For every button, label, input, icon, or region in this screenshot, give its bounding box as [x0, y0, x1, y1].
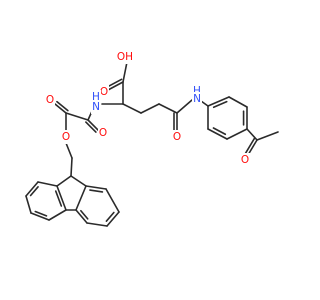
- acid-oh-label-bg: [116, 50, 134, 64]
- fluorene-right-ring-bond: [86, 222, 108, 227]
- chain-bond: [158, 103, 178, 114]
- ch2-c9-bond: [70, 157, 73, 177]
- oxalyl-c-o-double-bond: [87, 119, 99, 131]
- oxalyl-c-o-double-bond: [85, 121, 97, 133]
- oxalyl-c-o-double-bond: [56, 100, 69, 112]
- fluorene-left-ring-bond: [34, 210, 48, 217]
- fluorene-right-ring-bond: [75, 209, 88, 224]
- aryl-ring-bond: [212, 127, 227, 136]
- acid-c-o-double-bond: [105, 78, 123, 89]
- amide-n-label: N: [193, 93, 201, 105]
- fluorene-left-ring-bond: [54, 190, 63, 207]
- amide-c-n-bond: [176, 99, 193, 114]
- ester-o-label-bg: [61, 130, 71, 144]
- aryl-ring-bond: [212, 100, 228, 109]
- aryl-ring-bond: [226, 128, 248, 140]
- chain-bond: [140, 103, 160, 114]
- fluorene-right-ring-bond: [75, 185, 87, 211]
- fluorene-left-ring-bond: [37, 181, 58, 187]
- oxalyl-o1-label-bg: [98, 126, 108, 140]
- aryl-ring-bond: [228, 96, 248, 108]
- oxalyl-c-c-bond: [65, 112, 89, 121]
- ester-o-ch2-bond: [65, 142, 73, 159]
- alpha-n-label: N: [92, 101, 100, 113]
- aryl-acetyl-bond: [246, 128, 258, 141]
- oxalyl-c-o-double-bond: [54, 103, 67, 114]
- acid-c-oh-bond: [122, 61, 128, 83]
- fluorene-bond: [70, 175, 87, 187]
- fluorene-left-ring-bond: [29, 185, 39, 197]
- acid-o-label-bg: [99, 85, 109, 99]
- fluorene-right-ring-bond: [85, 185, 107, 190]
- acetyl-o-label-bg: [240, 153, 250, 167]
- fluorene-right-ring-bond: [105, 188, 120, 213]
- fluorene-left-ring-bond: [48, 209, 67, 221]
- fluorene-right-ring-bond: [105, 211, 115, 223]
- amide-o-label-bg: [172, 130, 182, 144]
- fluorene-bond: [56, 175, 72, 187]
- fluorene-left-ring-bond: [25, 195, 32, 214]
- acetyl-c-o-double-bond: [247, 139, 258, 156]
- fluorene-right-ring-bond: [89, 189, 104, 193]
- acetyl-methyl-bond: [256, 131, 279, 141]
- oxalyl-o1-label: O: [99, 127, 107, 139]
- amide-nh-label: H: [193, 85, 201, 97]
- oxalyl-o2-label-bg: [45, 93, 55, 107]
- amide-nh-label-bg: [192, 84, 202, 98]
- amide-o-label: O: [173, 131, 181, 143]
- fluorene-right-ring-bond: [80, 209, 89, 220]
- amide-n-label-bg: [192, 92, 202, 106]
- amide-n-aryl-bond: [200, 100, 209, 107]
- acetyl-o-label: O: [241, 154, 249, 166]
- fluorene-left-ring-bond: [25, 181, 39, 197]
- alpha-n-label-bg: [91, 100, 101, 114]
- chain-bond: [122, 103, 142, 114]
- acid-c-o-double-bond: [107, 81, 124, 91]
- acid-o-label: O: [100, 86, 108, 98]
- acetyl-c-o-double-bond: [244, 137, 256, 155]
- oxalyl-o2-label: O: [46, 94, 54, 106]
- alpha-nh-label: H: [92, 91, 100, 103]
- aryl-ring-bond: [207, 96, 230, 107]
- acid-oh-label: OH: [117, 51, 133, 63]
- fluorene-right-ring-bond: [106, 211, 120, 227]
- fluorene-left-ring-bond: [56, 185, 67, 211]
- alpha-nh-label-bg: [91, 90, 101, 104]
- bond-layer: [25, 61, 279, 227]
- fluorene-left-ring-bond: [30, 212, 50, 221]
- ester-o-label: O: [62, 131, 70, 143]
- aryl-ring-bond: [207, 128, 228, 140]
